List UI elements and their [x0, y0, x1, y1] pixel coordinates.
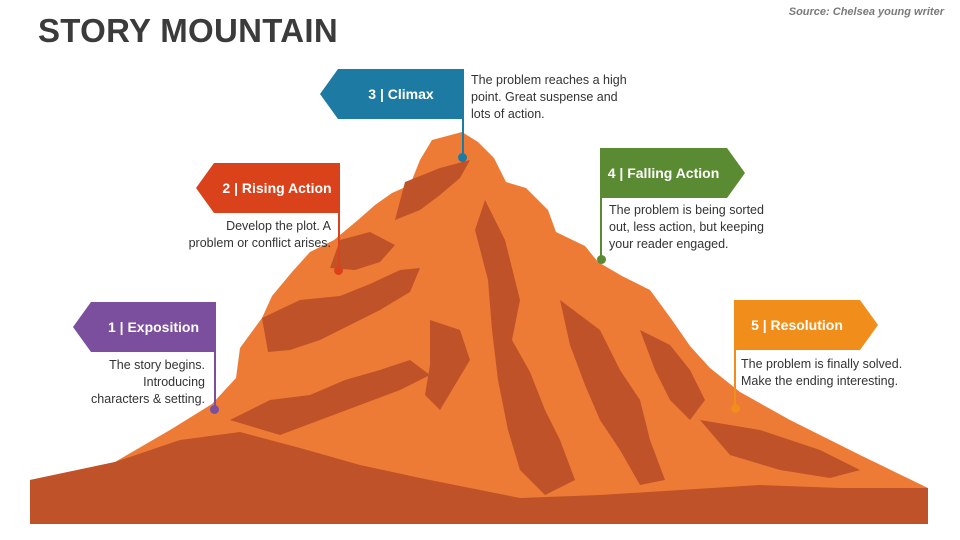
marker-dot-climax: [458, 153, 467, 162]
description-line: Develop the plot. A: [226, 219, 331, 233]
marker-dot-exposition: [210, 405, 219, 414]
flag-pole-resolution: [734, 300, 736, 408]
description-line: The problem is being sorted: [609, 203, 764, 217]
stage-flag-falling-action: 4 | Falling Action: [600, 148, 745, 198]
stage-description-rising-action: Develop the plot. A problem or conflict …: [189, 218, 331, 252]
description-line: The problem reaches a high: [471, 73, 627, 87]
marker-dot-resolution: [731, 404, 740, 413]
description-line: problem or conflict arises.: [188, 236, 331, 250]
flag-pole-rising-action: [338, 163, 340, 269]
stage-label-resolution: 5 | Resolution: [751, 317, 843, 333]
stage-flag-climax: 3 | Climax: [320, 69, 464, 119]
stage-description-falling-action: The problem is being sorted out, less ac…: [609, 202, 764, 253]
description-line: out, less action, but keeping: [609, 220, 764, 234]
stage-label-rising-action: 2 | Rising Action: [222, 180, 332, 196]
description-line: characters & setting.: [91, 392, 205, 406]
description-line: The problem is finally solved.: [741, 357, 903, 371]
description-line: The story begins.: [109, 358, 205, 372]
flag-pole-climax: [462, 69, 464, 156]
flag-pole-falling-action: [600, 148, 602, 259]
stage-flag-rising-action: 2 | Rising Action: [196, 163, 340, 213]
source-note: Source: Chelsea young writer: [788, 6, 944, 18]
stage-flag-resolution: 5 | Resolution: [734, 300, 878, 350]
stage-label-falling-action: 4 | Falling Action: [607, 165, 720, 181]
description-line: Make the ending interesting.: [741, 374, 899, 388]
page-title: STORY MOUNTAIN: [38, 12, 338, 49]
marker-dot-rising-action: [334, 266, 343, 275]
stage-description-climax: The problem reaches a high point. Great …: [471, 72, 627, 123]
stage-description-exposition: The story begins. Introducing characters…: [91, 357, 205, 408]
stage-label-exposition: 1 | Exposition: [107, 319, 200, 335]
description-line: Introducing: [143, 375, 205, 389]
stage-flag-exposition: 1 | Exposition: [73, 302, 216, 352]
stage-label-climax: 3 | Climax: [368, 86, 434, 102]
stage-description-resolution: The problem is finally solved. Make the …: [741, 356, 902, 390]
description-line: your reader engaged.: [609, 237, 729, 251]
marker-dot-falling-action: [597, 255, 606, 264]
mountain-shadows: [30, 160, 928, 524]
description-line: lots of action.: [471, 107, 545, 121]
description-line: point. Great suspense and: [471, 90, 618, 104]
flag-pole-exposition: [214, 302, 216, 408]
